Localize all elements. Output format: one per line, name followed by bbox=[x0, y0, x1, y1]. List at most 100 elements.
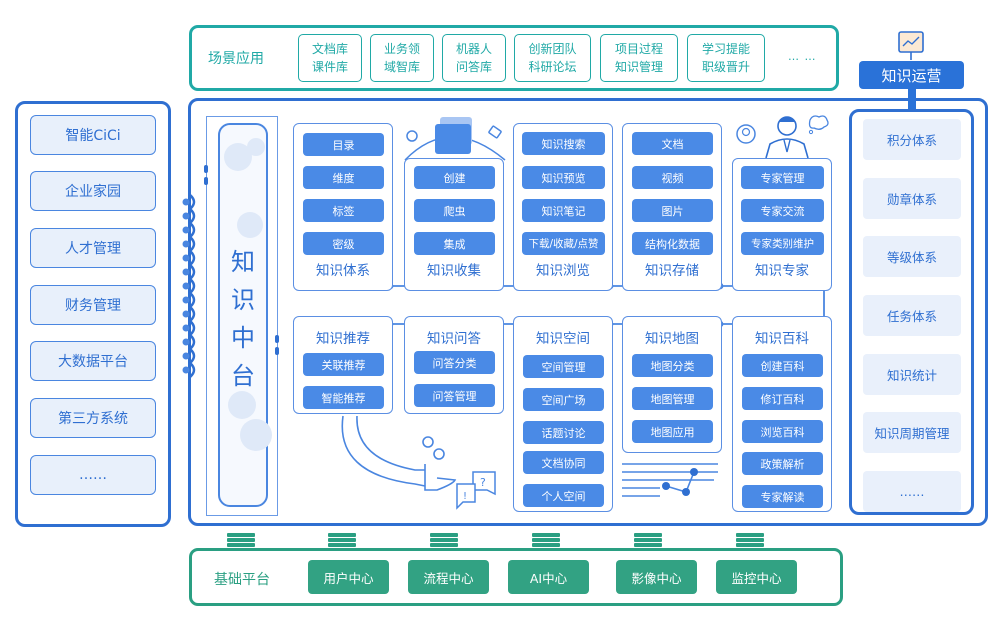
stack-connector-icon bbox=[634, 533, 662, 548]
module-knowledge-space: 知识空间 空间管理 空间广场 话题讨论 文档协同 个人空间 bbox=[513, 316, 613, 512]
chip-expert-management[interactable]: 专家管理 bbox=[741, 166, 824, 189]
scene-application-bar: 场景应用 文档库 课件库 业务领 域智库 机器人 问答库 创新团队 科研论坛 项… bbox=[189, 25, 839, 91]
scene-item-learning-promotion[interactable]: 学习提能 职级晋升 bbox=[687, 34, 765, 82]
stack-connector-icon bbox=[736, 533, 764, 548]
chip-map-management[interactable]: 地图管理 bbox=[632, 387, 713, 410]
chip-smart-recommend[interactable]: 智能推荐 bbox=[303, 386, 384, 409]
chip-map-category[interactable]: 地图分类 bbox=[632, 354, 713, 377]
system-big-data-platform[interactable]: 大数据平台 bbox=[30, 341, 156, 381]
system-cici[interactable]: 智能CiCi bbox=[30, 115, 156, 155]
module-knowledge-storage: 文档 视频 图片 结构化数据 知识存储 bbox=[622, 123, 722, 291]
knowledge-platform-pillar: 知 识 中 台 bbox=[218, 123, 272, 507]
scene-more[interactable]: … … bbox=[788, 50, 817, 63]
hand-icon bbox=[424, 464, 457, 491]
chip-dimension[interactable]: 维度 bbox=[303, 166, 384, 189]
module-knowledge-collection: 创建 爬虫 集成 知识收集 bbox=[404, 158, 504, 291]
system-enterprise-home[interactable]: 企业家园 bbox=[30, 171, 156, 211]
title-char: 知 bbox=[231, 248, 255, 276]
ops-more[interactable]: …… bbox=[863, 471, 961, 512]
scene-item-doc-library[interactable]: 文档库 课件库 bbox=[298, 34, 362, 82]
chip-space-management[interactable]: 空间管理 bbox=[523, 355, 604, 378]
knowledge-platform-title: 知 识 中 台 bbox=[220, 243, 266, 395]
chip-map-application[interactable]: 地图应用 bbox=[632, 420, 713, 443]
ops-task-system[interactable]: 任务体系 bbox=[863, 295, 961, 336]
chip-image[interactable]: 图片 bbox=[632, 199, 713, 222]
scene-item-line: 文档库 bbox=[311, 42, 348, 56]
chip-revise-encyclopedia[interactable]: 修订百科 bbox=[742, 387, 823, 410]
thought-bubble-icon bbox=[808, 115, 829, 130]
module-title: 知识专家 bbox=[755, 263, 809, 279]
scene-item-line: 学习提能 bbox=[701, 42, 750, 56]
base-workflow-center[interactable]: 流程中心 bbox=[408, 560, 489, 594]
module-knowledge-browse: 知识搜索 知识预览 知识笔记 下载/收藏/点赞 知识浏览 bbox=[513, 123, 613, 291]
module-title: 知识浏览 bbox=[536, 263, 590, 279]
scene-title: 场景应用 bbox=[208, 51, 264, 67]
chip-policy-analysis[interactable]: 政策解析 bbox=[742, 452, 823, 475]
chip-video[interactable]: 视频 bbox=[632, 166, 713, 189]
chip-create[interactable]: 创建 bbox=[414, 166, 495, 189]
ops-points-system[interactable]: 积分体系 bbox=[863, 119, 961, 160]
scene-item-innovation-forum[interactable]: 创新团队 科研论坛 bbox=[514, 34, 591, 82]
svg-text:?: ? bbox=[480, 476, 486, 489]
map-graph-illustration bbox=[622, 463, 718, 497]
base-ai-center[interactable]: AI中心 bbox=[508, 560, 589, 594]
chip-topic-discussion[interactable]: 话题讨论 bbox=[523, 421, 604, 444]
chip-document[interactable]: 文档 bbox=[632, 132, 713, 155]
chip-structured-data[interactable]: 结构化数据 bbox=[632, 232, 713, 255]
chip-expert-interpretation[interactable]: 专家解读 bbox=[742, 485, 823, 508]
chip-related-recommend[interactable]: 关联推荐 bbox=[303, 353, 384, 376]
chip-notes[interactable]: 知识笔记 bbox=[522, 199, 605, 222]
settings-icon bbox=[406, 130, 418, 142]
chip-browse-encyclopedia[interactable]: 浏览百科 bbox=[742, 420, 823, 443]
scene-item-business-think-tank[interactable]: 业务领 域智库 bbox=[370, 34, 434, 82]
knowledge-platform-pillar-frame bbox=[206, 116, 278, 516]
chip-expert-exchange[interactable]: 专家交流 bbox=[741, 199, 824, 222]
ops-knowledge-statistics[interactable]: 知识统计 bbox=[863, 354, 961, 395]
chip-qa-management[interactable]: 问答管理 bbox=[414, 384, 495, 407]
base-platform-bar: 基础平台 用户中心 流程中心 AI中心 影像中心 监控中心 bbox=[189, 548, 843, 606]
collection-dome-illustration bbox=[404, 117, 506, 161]
chip-qa-category[interactable]: 问答分类 bbox=[414, 351, 495, 374]
robot-arm-icon bbox=[488, 125, 502, 139]
ops-medal-system[interactable]: 勋章体系 bbox=[863, 178, 961, 219]
module-knowledge-qa: 知识问答 问答分类 问答管理 bbox=[404, 316, 504, 414]
chip-search[interactable]: 知识搜索 bbox=[522, 132, 605, 155]
chip-security-level[interactable]: 密级 bbox=[303, 232, 384, 255]
chip-catalog[interactable]: 目录 bbox=[303, 133, 384, 156]
chip-personal-space[interactable]: 个人空间 bbox=[523, 484, 604, 507]
module-knowledge-expert: 专家管理 专家交流 专家类别维护 知识专家 bbox=[732, 158, 832, 291]
chip-preview[interactable]: 知识预览 bbox=[522, 166, 605, 189]
module-title: 知识收集 bbox=[427, 263, 481, 279]
chip-crawler[interactable]: 爬虫 bbox=[414, 199, 495, 222]
chip-space-square[interactable]: 空间广场 bbox=[523, 388, 604, 411]
stack-connector-icon bbox=[328, 533, 356, 548]
system-finance-management[interactable]: 财务管理 bbox=[30, 285, 156, 325]
stack-connector-icon bbox=[430, 533, 458, 548]
chip-doc-collaboration[interactable]: 文档协同 bbox=[523, 451, 604, 474]
gear-icon bbox=[182, 198, 190, 374]
chip-expert-category[interactable]: 专家类别维护 bbox=[741, 232, 824, 255]
base-monitoring-center[interactable]: 监控中心 bbox=[716, 560, 797, 594]
knowledge-operations-panel: 积分体系 勋章体系 等级体系 任务体系 知识统计 知识周期管理 …… bbox=[849, 109, 974, 515]
ops-lifecycle-management[interactable]: 知识周期管理 bbox=[863, 412, 961, 453]
chip-tag[interactable]: 标签 bbox=[303, 199, 384, 222]
module-knowledge-encyclopedia: 知识百科 创建百科 修订百科 浏览百科 政策解析 专家解读 bbox=[732, 316, 832, 512]
ops-level-system[interactable]: 等级体系 bbox=[863, 236, 961, 277]
scene-item-project-knowledge[interactable]: 项目过程 知识管理 bbox=[600, 34, 678, 82]
scene-item-robot-qa[interactable]: 机器人 问答库 bbox=[442, 34, 506, 82]
base-imaging-center[interactable]: 影像中心 bbox=[616, 560, 697, 594]
base-user-center[interactable]: 用户中心 bbox=[308, 560, 389, 594]
system-more[interactable]: …… bbox=[30, 455, 156, 495]
chip-integration[interactable]: 集成 bbox=[414, 232, 495, 255]
chip-create-encyclopedia[interactable]: 创建百科 bbox=[742, 354, 823, 377]
chip-download-favorite-like[interactable]: 下载/收藏/点赞 bbox=[522, 232, 605, 255]
module-knowledge-map: 知识地图 地图分类 地图管理 地图应用 bbox=[622, 316, 722, 453]
scene-item-line: 科研论坛 bbox=[528, 60, 577, 74]
system-third-party[interactable]: 第三方系统 bbox=[30, 398, 156, 438]
gear-background-icon bbox=[224, 138, 272, 451]
scene-item-line: 域智库 bbox=[383, 60, 420, 74]
module-title: 知识地图 bbox=[645, 331, 699, 347]
exclaim-bubble-icon bbox=[456, 483, 476, 510]
system-talent-management[interactable]: 人才管理 bbox=[30, 228, 156, 268]
module-knowledge-system: 目录 维度 标签 密级 知识体系 bbox=[293, 123, 393, 291]
